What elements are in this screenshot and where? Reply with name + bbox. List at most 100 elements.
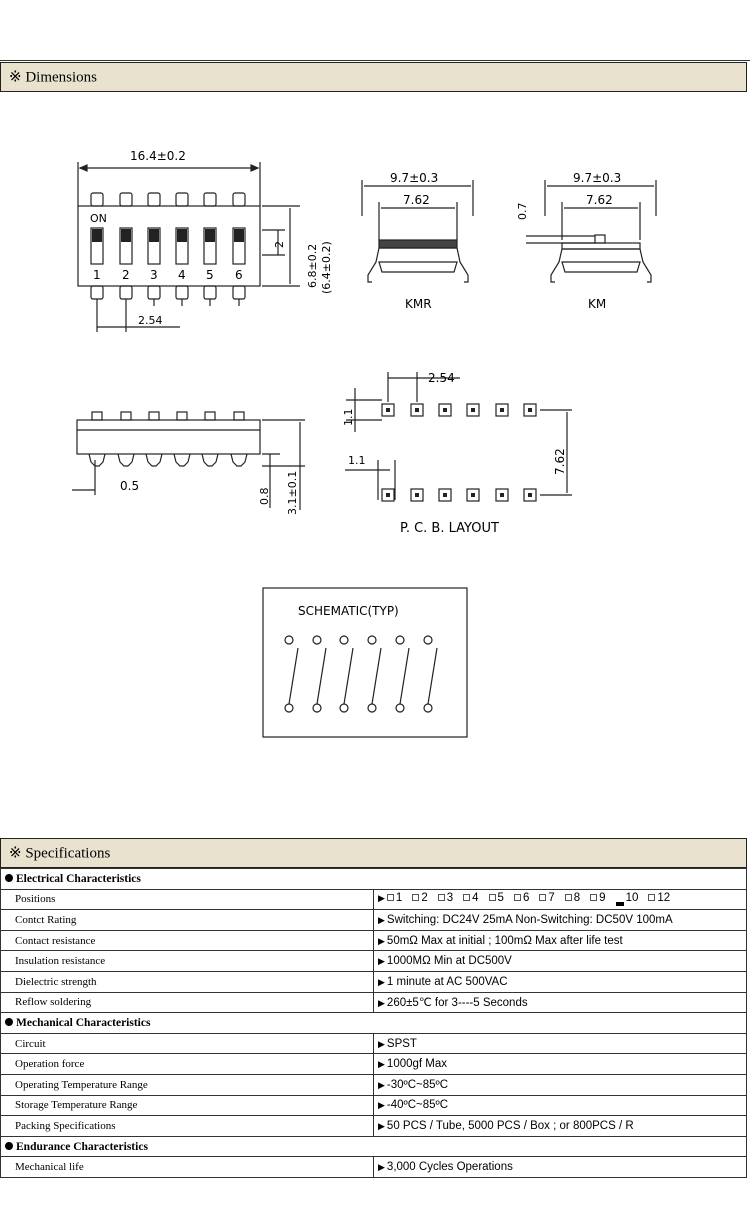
pcb-pad-hole	[528, 493, 532, 497]
spec-label: Operating Temperature Range	[0, 1073, 374, 1096]
spec-label: Positions	[0, 888, 374, 911]
side-lead-2	[117, 453, 135, 467]
spec-value-cell: ▶1000gf Max	[373, 1053, 747, 1075]
spec-value-cell: ▶260±5℃ for 3----5 Seconds	[373, 991, 747, 1014]
dim-pitch: 2.54	[138, 314, 163, 327]
spec-value: -40ºC~85ºC	[386, 1099, 449, 1112]
schematic-box	[262, 587, 468, 738]
spec-group-label: Mechanical Characteristics	[16, 1016, 151, 1029]
switch-slot-5	[203, 227, 217, 265]
spec-label: Mechanical life	[0, 1156, 374, 1178]
checkbox-icon	[539, 894, 547, 902]
side-knob-5	[204, 411, 216, 421]
schematic-lever	[399, 647, 410, 705]
schematic-contact-top	[423, 635, 433, 645]
position-option[interactable]: 6	[513, 892, 529, 904]
spec-value: 260±5℃ for 3----5 Seconds	[386, 997, 528, 1010]
switch-actuator-5	[205, 229, 215, 242]
pcb-pad-hole	[443, 493, 447, 497]
dim-height-alt: (6.4±0.2)	[320, 241, 333, 294]
pin-bottom-2	[119, 285, 133, 300]
spec-row: Insulation resistance▶1000MΩ Min at DC50…	[0, 950, 747, 972]
position-option[interactable]: 1	[386, 892, 403, 905]
position-option[interactable]: 12	[648, 892, 670, 904]
arrow-icon: ▶	[378, 1162, 385, 1173]
spec-value: 1000gf Max	[386, 1058, 448, 1071]
spec-row: Reflow soldering▶260±5℃ for 3----5 Secon…	[0, 991, 747, 1014]
pcb-pad	[523, 488, 537, 502]
position-label: 3	[446, 892, 454, 905]
specifications-header-text: ※ Specifications	[9, 845, 111, 862]
switch-number: 5	[206, 268, 214, 282]
pcb-dimension-lines	[345, 372, 572, 500]
pin-bottom-3	[147, 285, 161, 300]
pcb-pad	[523, 403, 537, 417]
position-label: 1	[395, 892, 403, 905]
schematic-lever	[371, 647, 382, 705]
spec-label: Contct Rating	[0, 909, 374, 931]
pin-bottom-1	[90, 285, 104, 300]
switch-actuator-1	[92, 229, 102, 242]
position-option[interactable]: 3	[437, 892, 454, 905]
spec-label: Circuit	[0, 1032, 374, 1055]
position-option[interactable]: 2	[412, 892, 428, 904]
pcb-pitch: 2.54	[428, 371, 455, 385]
position-label: 8	[573, 892, 581, 905]
pcb-11b: 1.1	[348, 454, 366, 467]
side-knob-3	[148, 411, 160, 421]
spec-row: Operating Temperature Range▶-30ºC~85ºC	[0, 1073, 747, 1096]
spec-group-title: Electrical Characteristics	[0, 868, 747, 890]
pcb-pad	[381, 403, 395, 417]
schematic-lever	[343, 647, 354, 705]
pin-bottom-6	[232, 285, 246, 300]
checkbox-icon	[386, 894, 394, 902]
schematic-contact-bottom	[423, 703, 433, 713]
spec-value: 1000MΩ Min at DC500V	[386, 955, 512, 968]
switch-slot-4	[175, 227, 189, 265]
bullet-icon	[5, 1017, 13, 1026]
dim-width: 16.4±0.2	[130, 149, 186, 163]
spec-label: Insulation resistance	[0, 950, 374, 972]
spec-value-cell: ▶Switching: DC24V 25mA Non-Switching: DC…	[373, 909, 747, 931]
top-view	[77, 162, 300, 332]
spec-value: SPST	[386, 1037, 417, 1050]
side-05: 0.5	[120, 479, 139, 493]
pin-bottom-4	[175, 285, 189, 300]
spec-value-cell: ▶1000MΩ Min at DC500V	[373, 950, 747, 972]
spec-value-cell: ▶50mΩ Max at initial ; 100mΩ Max after l…	[373, 929, 747, 952]
checkbox-icon	[437, 894, 445, 902]
side-knob-4	[176, 411, 188, 421]
side-knob-1	[91, 411, 103, 421]
spec-row: Contact resistance▶50mΩ Max at initial ;…	[0, 929, 747, 952]
schematic-contact-bottom	[367, 703, 377, 713]
switch-number: 6	[235, 268, 243, 282]
km-height: 0.7	[516, 203, 529, 221]
arrow-icon: ▶	[378, 935, 385, 946]
spec-group-row: Electrical Characteristics	[0, 868, 747, 890]
pcb-pad-hole	[415, 408, 419, 412]
spec-value-cell: ▶-40ºC~85ºC	[373, 1094, 747, 1117]
position-option[interactable]: 8	[564, 892, 581, 905]
checkbox-icon	[513, 894, 521, 902]
spec-value-cell: ▶3,000 Cycles Operations	[373, 1156, 747, 1178]
pcb-pad	[466, 488, 480, 502]
pcb-pad-hole	[471, 408, 475, 412]
schematic-contact-top	[312, 635, 322, 645]
position-option[interactable]: 4	[463, 892, 479, 904]
position-option[interactable]: 9	[590, 892, 606, 904]
position-option[interactable]: 7	[539, 892, 555, 904]
kmr-label: KMR	[405, 297, 432, 311]
position-option[interactable]: 5	[488, 892, 504, 904]
spec-value: Switching: DC24V 25mA Non-Switching: DC5…	[386, 913, 673, 926]
position-option[interactable]: 10	[615, 892, 638, 907]
switch-number: 4	[178, 268, 186, 282]
pcb-pad	[466, 403, 480, 417]
pin-top-1	[90, 192, 104, 207]
checkbox-icon	[648, 894, 656, 902]
pin-bottom-5	[203, 285, 217, 300]
dimensions-header-text: ※ Dimensions	[9, 69, 97, 86]
schematic-contact-top	[284, 635, 294, 645]
schematic-label: SCHEMATIC(TYP)	[298, 604, 399, 618]
spec-group-label: Endurance Characteristics	[16, 1140, 148, 1153]
